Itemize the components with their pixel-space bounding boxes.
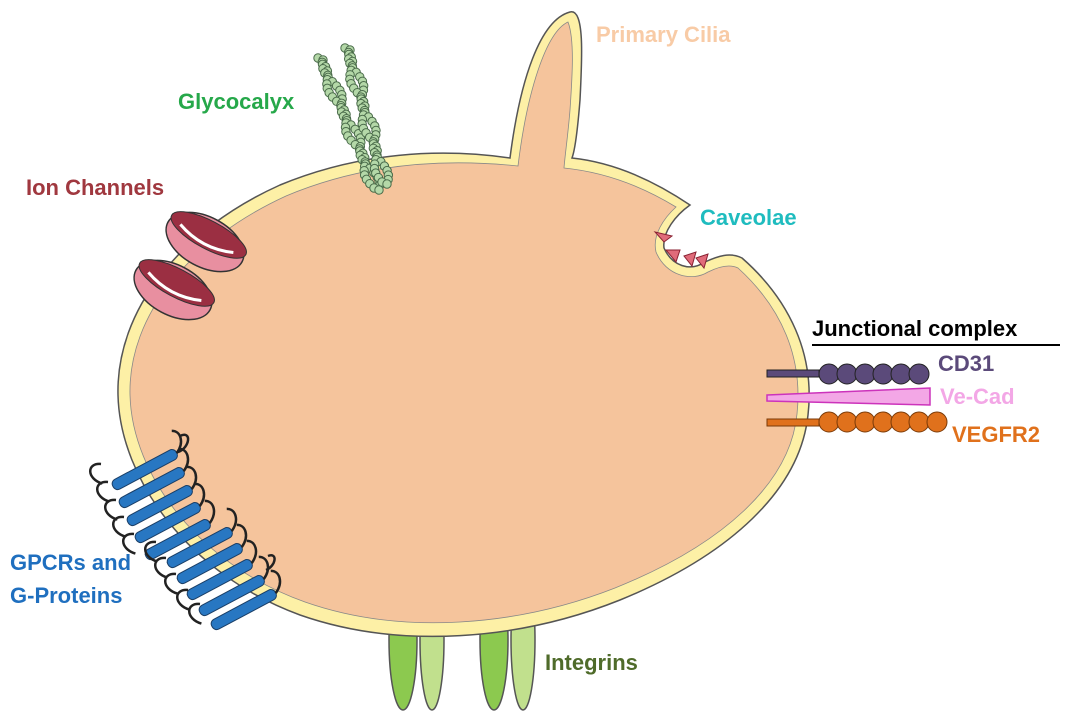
cd31-domain	[855, 364, 875, 384]
vegfr2-domains	[819, 412, 947, 432]
caveola	[684, 252, 696, 266]
vegfr2-domain	[855, 412, 875, 432]
cd31-domain	[873, 364, 893, 384]
junctional-complex-label: Junctional complex	[812, 317, 1017, 341]
cd31-domain	[819, 364, 839, 384]
vegfr2-domain	[909, 412, 929, 432]
cd31-domain	[891, 364, 911, 384]
vegfr2-domain	[873, 412, 893, 432]
vegfr2-domain	[891, 412, 911, 432]
vegfr2-domain	[927, 412, 947, 432]
vegfr2-domain	[837, 412, 857, 432]
primary-cilia-label: Primary Cilia	[596, 23, 731, 47]
cd31-domains	[819, 364, 929, 384]
glycocalyx-bead	[375, 186, 383, 194]
vegfr2-domain	[819, 412, 839, 432]
junctional-complex	[767, 364, 947, 432]
integrins-label: Integrins	[545, 651, 638, 675]
cd31-domain	[909, 364, 929, 384]
glycocalyx-label: Glycocalyx	[178, 90, 294, 114]
gpcrs-label-line1: GPCRs and	[10, 551, 131, 575]
ion-channels-label: Ion Channels	[26, 176, 164, 200]
vegfr2-stalk	[767, 419, 819, 426]
caveolae-label: Caveolae	[700, 206, 797, 230]
cd31-label: CD31	[938, 352, 994, 376]
cd31-domain	[837, 364, 857, 384]
glycocalyx-bead	[383, 180, 391, 188]
ve-cad-label: Ve-Cad	[940, 385, 1015, 409]
vegfr2-label: VEGFR2	[952, 423, 1040, 447]
cd31-stalk	[767, 370, 819, 377]
gpcrs-label-line2: G-Proteins	[10, 584, 122, 608]
